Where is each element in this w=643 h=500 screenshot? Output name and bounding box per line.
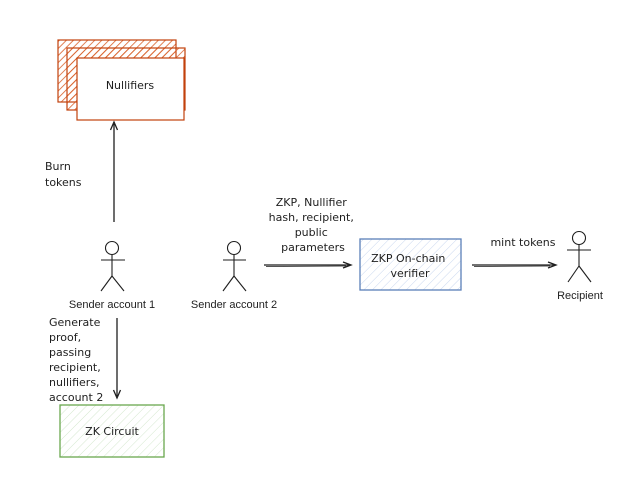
sender-account-1-actor: Sender account 1 (69, 240, 155, 311)
mint-tokens-label: mint tokens (490, 236, 555, 249)
verifier-label: ZKP On-chain verifier (371, 252, 449, 280)
zk-circuit-box (59, 404, 165, 458)
sender-account-2-actor: Sender account 2 (191, 240, 277, 311)
generate-arrow-head (112, 389, 122, 400)
burn-tokens-label: Burn tokens (45, 160, 82, 189)
actor-head (571, 230, 587, 246)
verifier-node: ZKP On-chain verifier (359, 238, 462, 291)
burn-tokens-edge: Burn tokens (45, 120, 119, 222)
sender-account-2-label: Sender account 2 (191, 299, 277, 311)
mint-tokens-edge: mint tokens (472, 236, 558, 269)
verifier-box (359, 238, 462, 291)
sender-account-1-label: Sender account 1 (69, 299, 155, 311)
zkp-arrow-head (342, 261, 353, 269)
zk-circuit-node: ZK Circuit (59, 404, 165, 458)
burn-arrow-head (109, 120, 119, 131)
zk-circuit-label: ZK Circuit (85, 425, 139, 438)
zkp-edge-label: ZKP, Nullifier hash, recipient, public p… (269, 196, 358, 254)
recipient-actor: Recipient (557, 230, 603, 302)
recipient-label: Recipient (557, 290, 603, 302)
nullifiers-node: Nullifiers (57, 39, 186, 121)
zkp-submit-edge: ZKP, Nullifier hash, recipient, public p… (264, 196, 358, 269)
actor-head (226, 240, 242, 256)
mint-arrow-head (547, 261, 558, 269)
nullifiers-card-front (76, 57, 185, 121)
actor-head (104, 240, 120, 256)
generate-proof-edge: Generate proof, passing recipient, nulli… (49, 316, 122, 404)
generate-proof-label: Generate proof, passing recipient, nulli… (49, 316, 104, 404)
nullifiers-label: Nullifiers (106, 79, 155, 92)
